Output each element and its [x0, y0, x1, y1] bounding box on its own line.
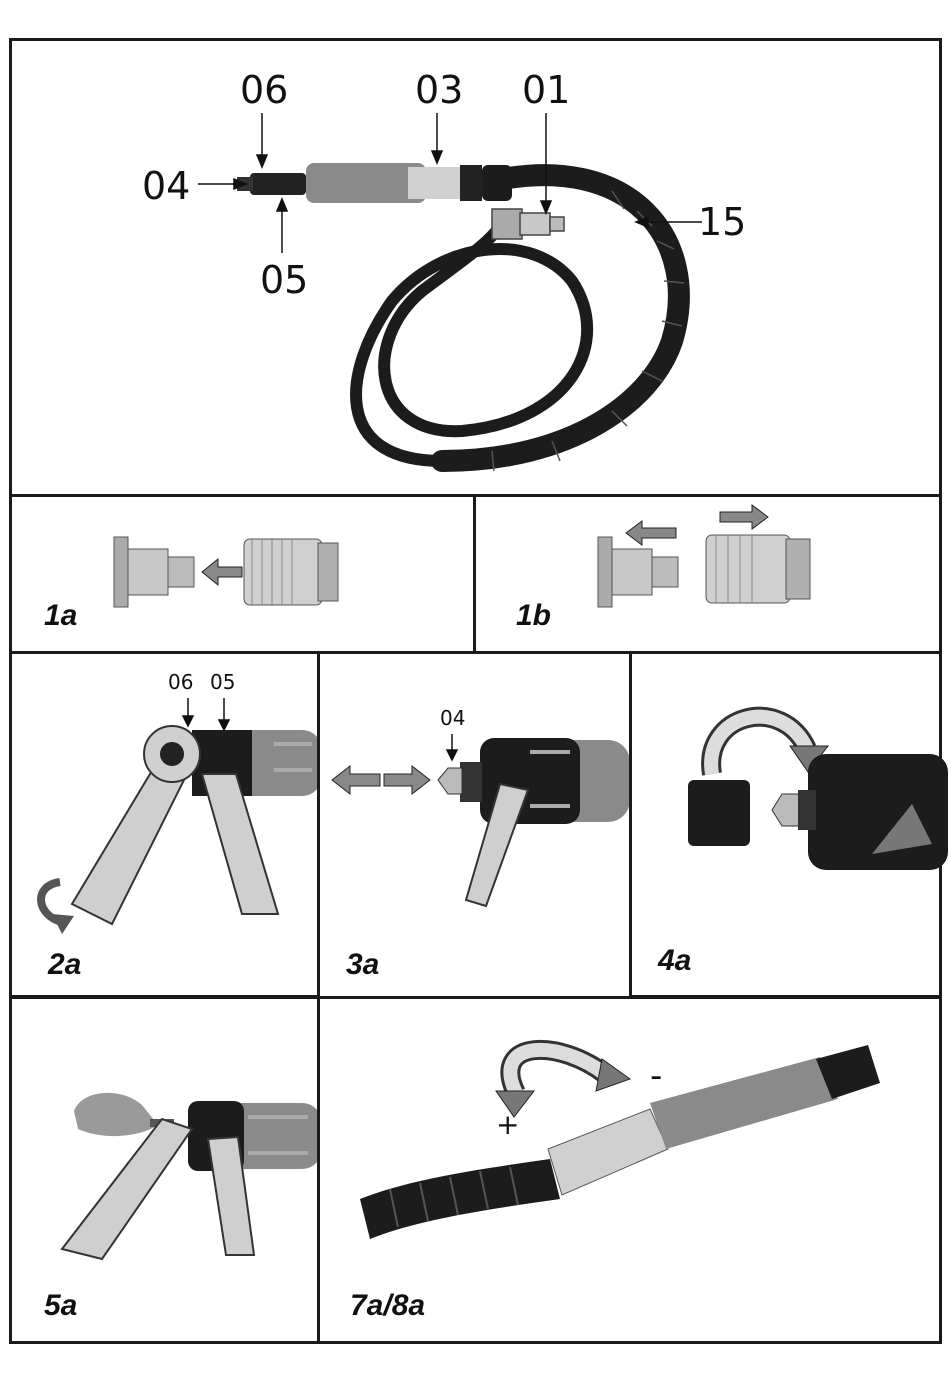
figure-label-2a: 2a: [48, 950, 81, 980]
panel-7a-8a: - + 7a/8a: [317, 996, 942, 1344]
overview-panel: 06 03 01 04 15 05: [9, 38, 942, 497]
callout-05: 05: [260, 261, 308, 299]
panel-3a: 04 3a: [317, 651, 633, 1001]
grinder-overview-drawing: [12, 41, 945, 500]
figure-label-1a: 1a: [44, 601, 77, 631]
panel-4a: 4a: [629, 651, 942, 998]
figure-label-5a: 5a: [44, 1291, 77, 1321]
figure-label-3a: 3a: [346, 950, 379, 980]
callout-2a-06: 06: [168, 672, 193, 692]
callout-01: 01: [522, 71, 570, 109]
callout-03: 03: [415, 71, 463, 109]
callout-2a-05: 05: [210, 672, 235, 692]
coupling-disconnect-drawing: [476, 497, 945, 657]
panel-5a: 5a: [9, 996, 321, 1344]
panel-1b: 1b: [473, 494, 942, 654]
figure-label-7a-8a: 7a/8a: [350, 1291, 425, 1321]
callout-04: 04: [142, 167, 190, 205]
figure-label-4a: 4a: [658, 946, 691, 976]
coupling-connect-drawing: [12, 497, 479, 657]
panel-1a: 1a: [9, 494, 476, 654]
figure-label-1b: 1b: [516, 601, 551, 631]
callout-3a-04: 04: [440, 708, 465, 728]
panel-2a: 06 05 2a: [9, 651, 321, 998]
callout-06: 06: [240, 71, 288, 109]
callout-15: 15: [698, 203, 746, 241]
speed-increase-sign: +: [496, 1111, 519, 1139]
speed-decrease-sign: -: [650, 1059, 662, 1093]
